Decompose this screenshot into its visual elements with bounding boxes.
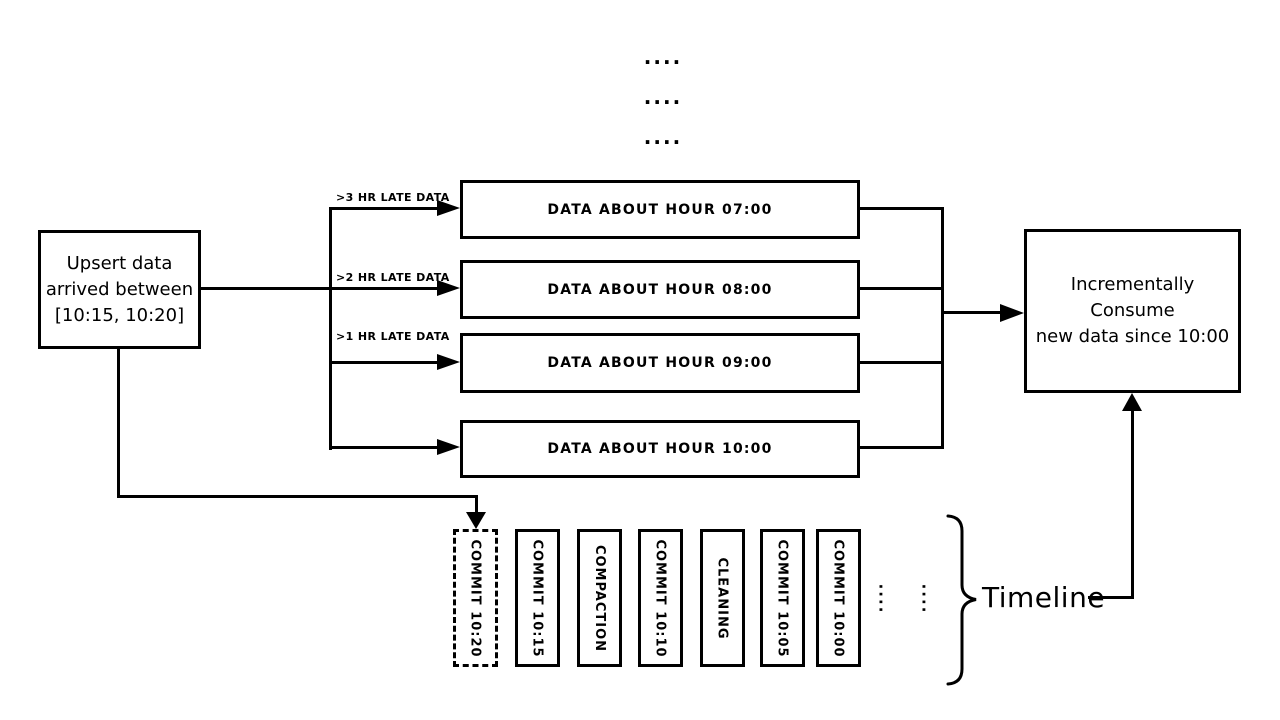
collector-line-hour10 [860, 446, 944, 449]
late-label-2hr: >2 HR LATE DATA [336, 271, 450, 284]
late-label-1hr: >1 HR LATE DATA [336, 330, 450, 343]
branch-line-hour08 [329, 287, 440, 290]
top-ellipsis-row-2: .... [643, 85, 683, 109]
timeline-event-commit-1005-label: COMMIT 10:05 [775, 538, 791, 658]
timeline-event-commit-1000-label: COMMIT 10:00 [831, 538, 847, 658]
timeline-event-compaction: COMPACTION [577, 529, 622, 667]
hour-box-0700: DATA ABOUT HOUR 07:00 [460, 180, 860, 239]
collector-line-hour09 [860, 361, 944, 364]
left-trunk-line [329, 207, 332, 450]
timeline-event-commit-1010-label: COMMIT 10:10 [653, 538, 669, 658]
timeline-connector-vline [1131, 409, 1134, 599]
upsert-box-line1: Upsert data [66, 252, 173, 274]
timeline-event-commit-1020-label: COMMIT 10:20 [468, 538, 484, 658]
upsert-to-trunk-line [201, 287, 330, 290]
upsert-down-line [117, 349, 120, 498]
right-trunk-line [941, 207, 944, 449]
timeline-ellipsis-1: .... [872, 583, 896, 615]
late-label-3hr: >3 HR LATE DATA [336, 191, 450, 204]
timeline-event-commit-1020: COMMIT 10:20 [453, 529, 498, 667]
top-ellipsis-row-1: .... [643, 45, 683, 69]
hour-box-0700-label: DATA ABOUT HOUR 07:00 [547, 201, 773, 218]
timeline-event-cleaning-label: CLEANING [715, 556, 731, 640]
timeline-event-commit-1015: COMMIT 10:15 [515, 529, 560, 667]
hour-box-0900-label: DATA ABOUT HOUR 09:00 [547, 355, 773, 371]
arrowhead-hour08-icon [437, 280, 460, 296]
arrowhead-commit-icon [466, 512, 486, 529]
arrowhead-hour07-icon [437, 200, 460, 216]
commit-drop-line [475, 495, 478, 513]
timeline-ellipsis-1-dots: .... [875, 583, 894, 615]
consume-box-line2: new data since 10:00 [1035, 326, 1230, 347]
top-ellipsis-row-3: .... [643, 125, 683, 149]
timeline-event-commit-1015-label: COMMIT 10:15 [530, 538, 546, 658]
timeline-event-compaction-label: COMPACTION [592, 544, 608, 652]
hour-box-0800: DATA ABOUT HOUR 08:00 [460, 260, 860, 319]
timeline-ellipsis-2-dots: .... [918, 583, 937, 615]
consume-box-line1: Incrementally Consume [1070, 274, 1195, 321]
collector-line-hour07 [860, 207, 944, 210]
arrowhead-timeline-icon [1122, 393, 1142, 411]
timeline-event-commit-1005: COMMIT 10:05 [760, 529, 805, 667]
hour-box-1000: DATA ABOUT HOUR 10:00 [460, 420, 860, 478]
upsert-bottom-line [117, 495, 478, 498]
hour-box-1000-label: DATA ABOUT HOUR 10:00 [547, 441, 773, 457]
arrowhead-hour10-icon [437, 439, 460, 455]
timeline-brace-icon [946, 514, 977, 686]
collector-line-hour08 [860, 287, 944, 290]
upsert-box-line3: [10:15, 10:20] [54, 304, 185, 326]
arrowhead-consume-icon [1000, 304, 1024, 322]
timeline-event-commit-1000: COMMIT 10:00 [816, 529, 861, 667]
arrowhead-hour09-icon [437, 354, 460, 370]
consume-arrow-line [941, 311, 1002, 314]
branch-line-hour07 [329, 207, 440, 210]
timeline-label: Timeline [982, 581, 1106, 614]
hour-box-0900: DATA ABOUT HOUR 09:00 [460, 333, 860, 393]
timeline-connector-hline [1088, 596, 1134, 599]
timeline-ellipsis-2: .... [915, 583, 939, 615]
timeline-event-cleaning: CLEANING [700, 529, 745, 667]
upsert-box-line2: arrived between [45, 278, 194, 300]
branch-line-hour09 [329, 361, 440, 364]
branch-line-hour10 [329, 446, 440, 449]
upsert-box: Upsert data arrived between [10:15, 10:2… [38, 230, 201, 349]
consume-box: Incrementally Consume new data since 10:… [1024, 229, 1241, 393]
hour-box-0800-label: DATA ABOUT HOUR 08:00 [547, 281, 773, 298]
timeline-event-commit-1010: COMMIT 10:10 [638, 529, 683, 667]
